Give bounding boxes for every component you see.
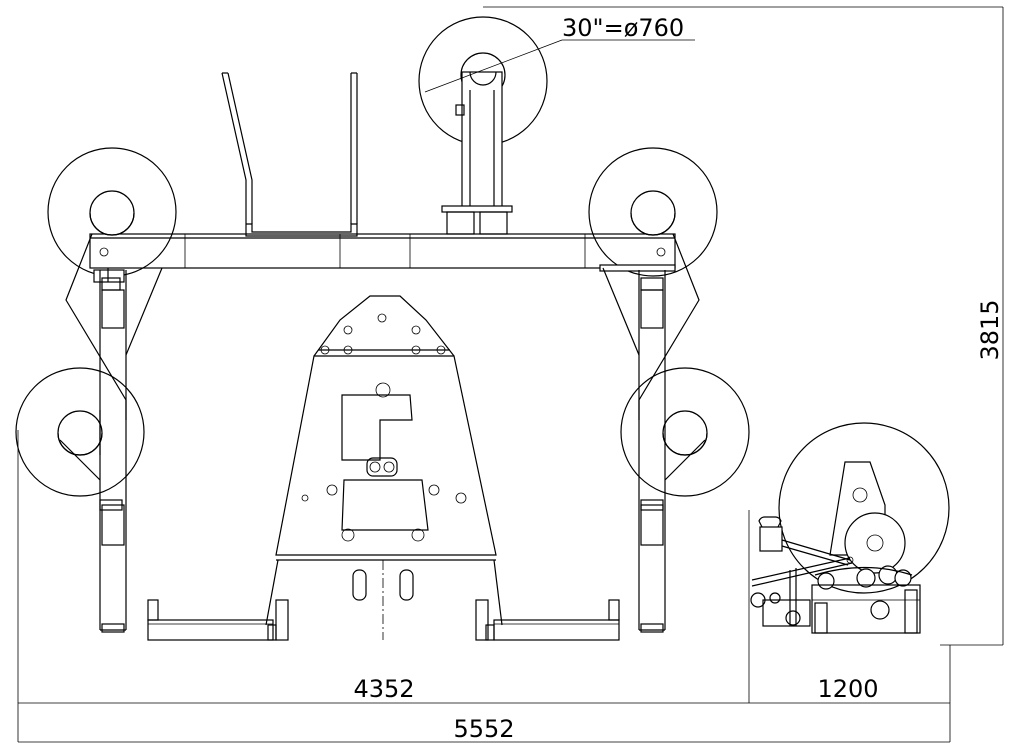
central-tower	[265, 295, 503, 640]
top-tray	[221, 72, 358, 237]
left-lower-reel	[15, 367, 145, 546]
height-dimension-label: 3815	[976, 299, 1004, 360]
top-reel	[418, 16, 695, 235]
side-width-label: 1200	[817, 675, 878, 703]
side-module	[750, 422, 950, 634]
right-lower-reel	[620, 367, 750, 546]
left-upper-reel	[47, 147, 177, 329]
main-beam	[89, 233, 676, 269]
right-leg	[602, 233, 706, 633]
left-leg	[59, 233, 163, 633]
total-width-label: 5552	[453, 715, 514, 743]
base-width-label: 4352	[353, 675, 414, 703]
right-upper-reel	[588, 147, 718, 329]
base-rails	[147, 599, 620, 641]
dimension-lines	[17, 6, 1004, 743]
reel-diameter-label: 30"=ø760	[562, 14, 684, 42]
